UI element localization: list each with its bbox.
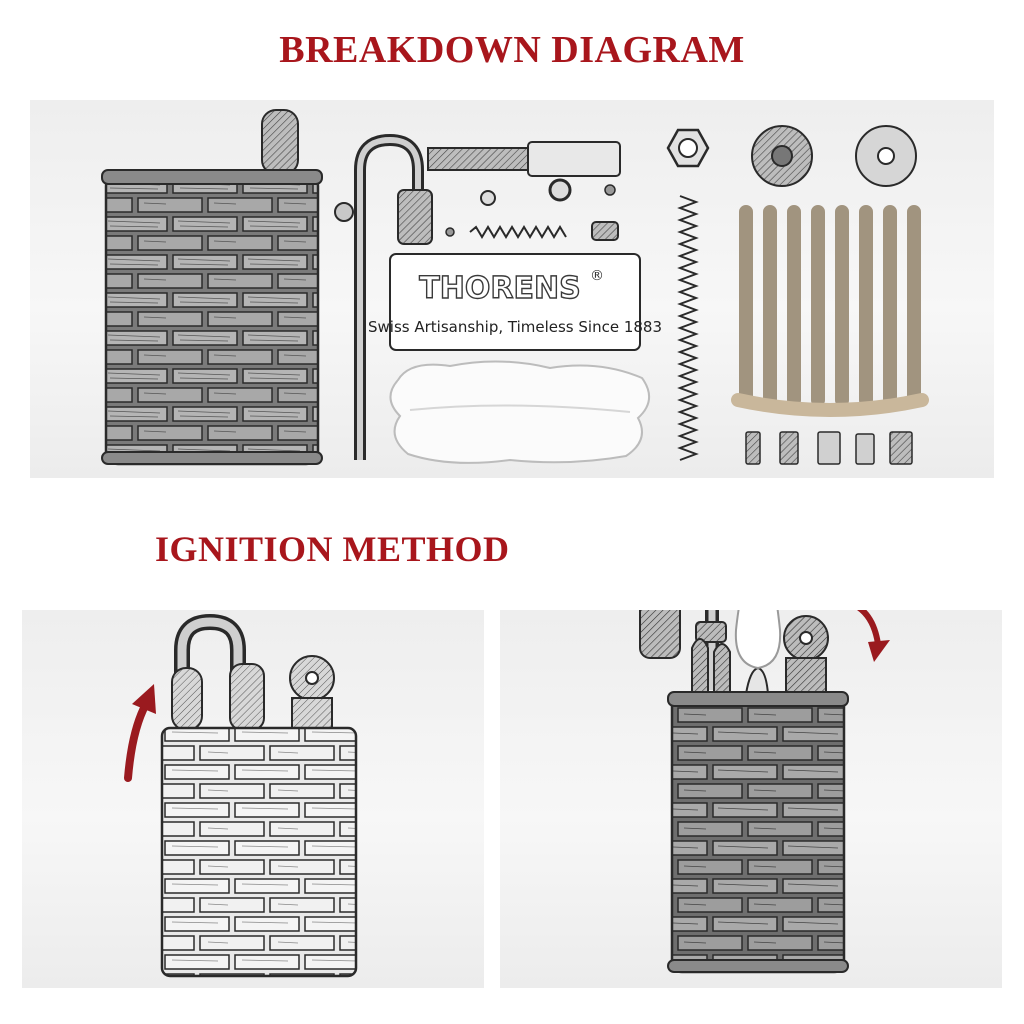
flint-stones-icon (745, 431, 913, 465)
lighter-case-icon (160, 613, 358, 978)
cotton-wad-icon (389, 360, 650, 464)
brand-card: THORENS ® Swiss Artisanship, Timeless Si… (368, 253, 662, 351)
breakdown-illustration: THORENS ® Swiss Artisanship, Timeless Si… (101, 109, 929, 466)
ignition-method-title: IGNITION METHOD (155, 529, 510, 569)
brand-name: THORENS (419, 271, 580, 306)
rotation-arrow-icon (124, 684, 156, 782)
rotation-arrow-icon (856, 610, 890, 662)
chimney-tube-icon (334, 133, 433, 460)
flint-wheel-icon (751, 125, 917, 187)
ignition-open-illustration (639, 610, 890, 974)
breakdown-panel: THORENS ® Swiss Artisanship, Timeless Si… (30, 100, 994, 478)
breakdown-diagram-title: BREAKDOWN DIAGRAM (279, 29, 745, 71)
brand-tagline: Swiss Artisanship, Timeless Since 1883 (368, 318, 662, 336)
lighter-case-icon (101, 109, 323, 466)
ignition-closed-illustration (124, 613, 358, 978)
small-parts-icon (427, 141, 621, 241)
flame-icon (734, 610, 782, 670)
ignition-step-open-panel (500, 610, 1002, 988)
wick-icon (731, 205, 929, 417)
spring-icon (666, 128, 710, 461)
lighter-case-icon (639, 610, 849, 974)
ignition-step-closed-panel (22, 610, 484, 988)
registered-mark: ® (590, 268, 604, 284)
